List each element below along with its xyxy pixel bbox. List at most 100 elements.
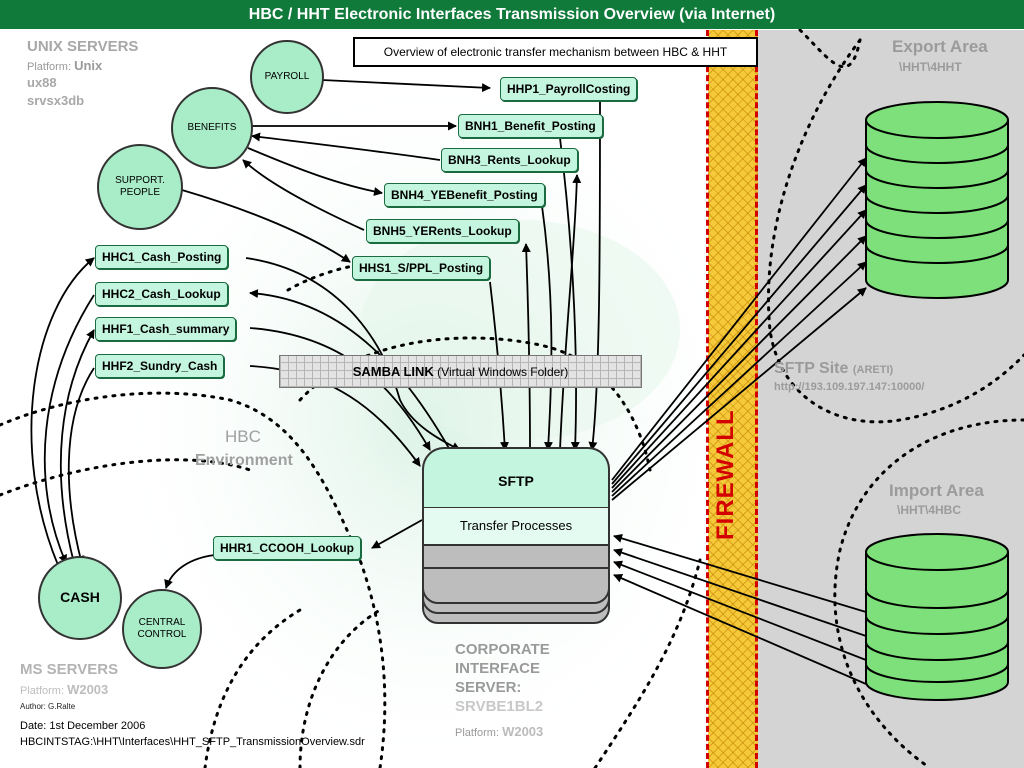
interface-hhc2[interactable]: HHC2_Cash_Lookup	[95, 282, 228, 306]
interface-bnh3[interactable]: BNH3_Rents_Lookup	[441, 148, 578, 172]
import-area-path: \HHT\4HBC	[897, 503, 962, 517]
sftp-site-org: (ARETI)	[852, 364, 894, 376]
unix-host-1: ux88	[27, 75, 57, 90]
interface-hhp1[interactable]: HHP1_PayrollCosting	[500, 77, 638, 101]
sftp-server[interactable]: SFTP	[422, 447, 610, 507]
arrow-cash-to-hhc1	[30, 257, 95, 566]
interface-hhf1[interactable]: HHF1_Cash_summary	[95, 317, 237, 341]
diagram-subtitle: Overview of electronic transfer mechanis…	[353, 37, 758, 67]
benefits-circle[interactable]: BENEFITS	[171, 87, 253, 169]
server-name: SRVBE1BL2	[455, 698, 544, 715]
caption-line-2: INTERFACE	[455, 660, 541, 677]
arrow-sftp-to-export-1	[611, 157, 867, 481]
arrow-bnh1-to-sftp	[559, 137, 580, 451]
support-people-circle[interactable]: SUPPORT. PEOPLE	[97, 144, 183, 230]
sftp-site-url[interactable]: http://193.109.197.147:10000/	[774, 381, 925, 393]
samba-title: SAMBA LINK	[352, 364, 434, 379]
author-note: Author: G.Ralte	[20, 702, 76, 711]
payroll-label: PAYROLL	[264, 70, 310, 82]
interface-hhr1[interactable]: HHR1_CCOOH_Lookup	[213, 536, 362, 560]
unix-platform: Platform: Unix	[27, 58, 102, 73]
diagram-title: HBC / HHT Electronic Interfaces Transmis…	[0, 0, 1024, 29]
arrow-hhf2-to-cash	[67, 367, 95, 565]
sftp-site-label: SFTP Site	[774, 360, 849, 377]
arrow-bnh3-to-benefits	[251, 132, 441, 161]
server-platform: Platform: W2003	[455, 724, 543, 739]
unix-host-2: srvsx3db	[27, 93, 85, 108]
arrow-cash-to-hhf1	[59, 329, 95, 564]
benefits-label: BENEFITS	[187, 121, 237, 133]
ms-servers-heading: MS SERVERS	[20, 661, 119, 678]
transfer-processes[interactable]: Transfer Processes	[422, 506, 610, 546]
footer-date: Date: 1st December 2006	[20, 720, 146, 732]
cash-circle[interactable]: CASH	[38, 556, 122, 640]
unix-platform-label: Platform:	[27, 61, 72, 73]
firewall-right-edge	[755, 30, 758, 768]
arrow-bnh4-to-sftp	[541, 205, 553, 451]
arrow-hhf2-to-sftp	[249, 365, 421, 467]
arrow-hhp1-to-sftp	[588, 101, 601, 451]
ms-platform-value: W2003	[67, 682, 109, 697]
arrow-hhr1-to-central	[164, 554, 216, 589]
server-zone-boundary-lower	[298, 608, 382, 768]
support-people-label: SUPPORT. PEOPLE	[115, 174, 165, 199]
unix-platform-value: Unix	[74, 58, 103, 73]
arrow-sftp-to-hhc2	[249, 289, 451, 451]
arrow-sftp-to-bnh5	[521, 243, 531, 451]
ms-platform-label: Platform:	[20, 685, 65, 697]
arrow-sftp-to-export-6	[611, 287, 867, 501]
arrow-sftp-to-export-4	[611, 235, 867, 493]
arrow-sftp-to-export-2	[611, 184, 867, 485]
samba-note: (Virtual Windows Folder)	[437, 365, 569, 379]
arrow-bnh5-to-benefits	[242, 159, 365, 231]
arrow-benefits-to-bnh4	[247, 147, 383, 196]
arrow-support-to-hhs1	[181, 189, 351, 263]
corporate-interface-server-caption: CORPORATE INTERFACE SERVER: SRVBE1BL2	[455, 640, 550, 716]
cash-label: CASH	[60, 589, 100, 606]
caption-line-1: CORPORATE	[455, 641, 550, 658]
interface-hhc1[interactable]: HHC1_Cash_Posting	[95, 245, 229, 269]
server-platform-label: Platform:	[455, 727, 500, 739]
arrow-sftp-to-export-5	[611, 261, 867, 497]
server-platform-value: W2003	[502, 724, 544, 739]
arrow-sftp-to-bnh3	[559, 174, 582, 451]
caption-line-3: SERVER:	[455, 679, 522, 696]
arrow-sftp-to-hhr1	[371, 519, 423, 549]
interface-bnh4[interactable]: BNH4_YEBenefit_Posting	[384, 183, 545, 207]
export-area-path: \HHT\4HHT	[899, 60, 962, 74]
ms-zone-boundary	[203, 608, 302, 768]
arrow-payroll-to-hhp1	[321, 79, 491, 93]
arrow-import-to-sftp-2	[613, 548, 867, 637]
interface-hhs1[interactable]: HHS1_S/PPL_Posting	[352, 256, 491, 280]
hbc-environment-line1: HBC	[225, 427, 261, 446]
arrow-sftp-to-export-3	[611, 209, 867, 489]
hbc-environment-line2: Environment	[195, 452, 293, 469]
interface-bnh1[interactable]: BNH1_Benefit_Posting	[458, 114, 603, 138]
import-zone-boundary	[833, 418, 1024, 768]
samba-link[interactable]: SAMBA LINK (Virtual Windows Folder)	[279, 355, 642, 388]
arrow-import-to-sftp-4	[613, 574, 867, 685]
unix-servers-heading: UNIX SERVERS	[27, 38, 139, 55]
payroll-circle[interactable]: PAYROLL	[250, 40, 324, 114]
hbc-zone-boundary	[0, 391, 387, 768]
arrow-import-to-sftp-3	[613, 560, 867, 661]
sftp-site-title: SFTP Site (ARETI)	[774, 360, 893, 378]
export-database-icon	[865, 101, 1009, 299]
import-area-title: Import Area	[889, 481, 984, 500]
sftp-server-layer-1	[422, 545, 610, 569]
footer-path: HBCINTSTAG:\HHT\Interfaces\HHT_SFTP_Tran…	[20, 736, 365, 748]
central-control-label: CENTRAL CONTROL	[137, 616, 187, 641]
interface-hhf2[interactable]: HHF2_Sundry_Cash	[95, 354, 225, 378]
import-database-icon	[865, 533, 1009, 701]
ms-platform: Platform: W2003	[20, 682, 108, 697]
arrow-hhc2-to-cash	[43, 294, 95, 564]
interface-bnh5[interactable]: BNH5_YERents_Lookup	[366, 219, 519, 243]
center-zone-boundary	[593, 558, 702, 768]
export-area-title: Export Area	[892, 37, 988, 56]
firewall-left-edge	[706, 30, 709, 768]
central-control-circle[interactable]: CENTRAL CONTROL	[122, 589, 202, 669]
arrow-import-to-sftp-1	[613, 534, 867, 613]
